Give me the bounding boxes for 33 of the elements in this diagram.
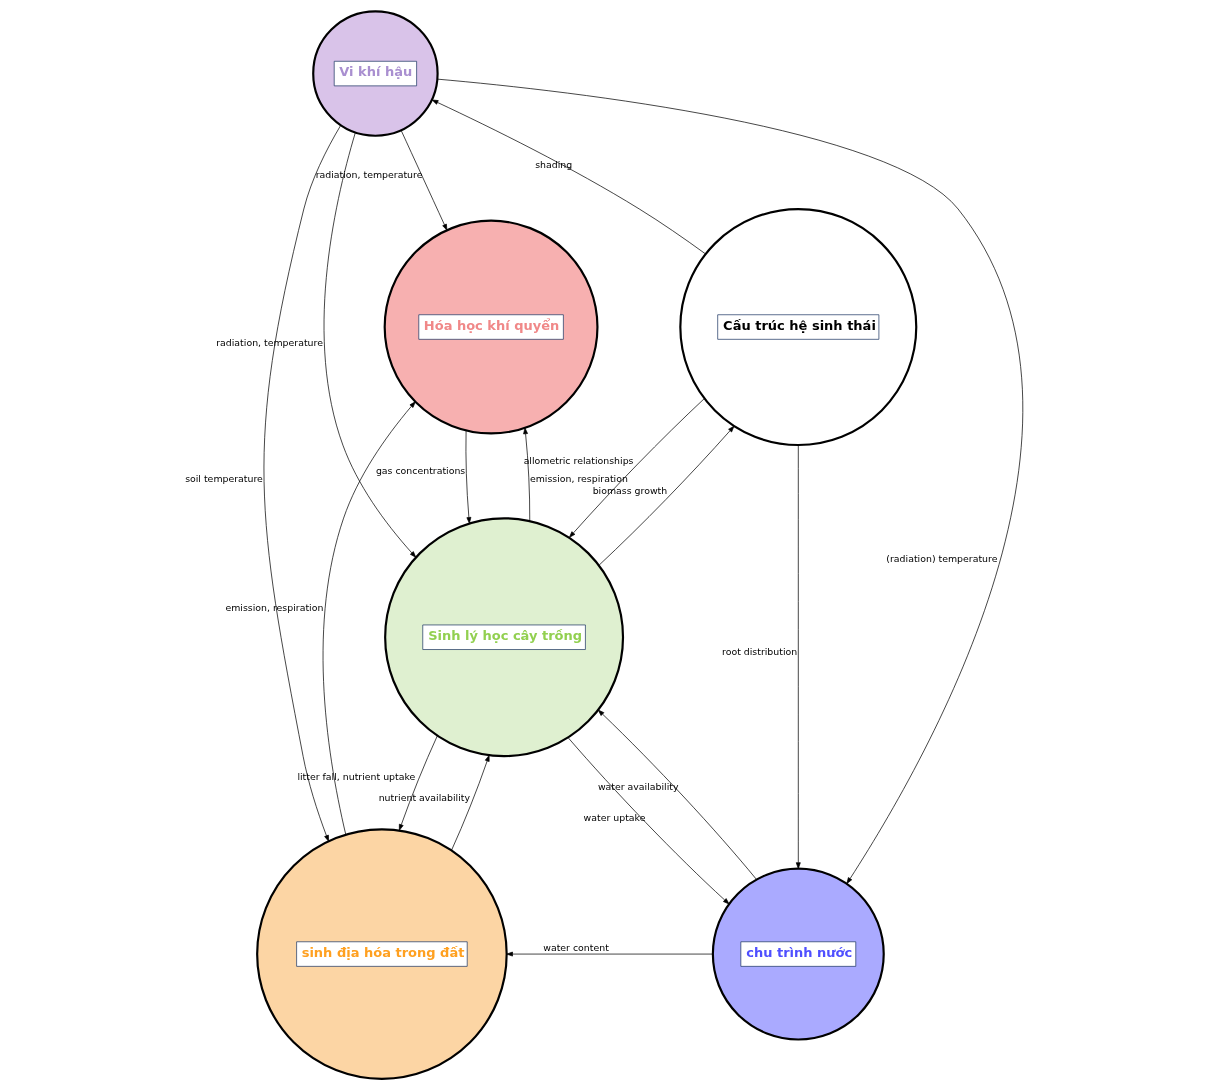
arrow bbox=[323, 132, 416, 558]
edge-label: litter fall, nutrient uptake bbox=[296, 771, 415, 783]
edge-label: root distribution bbox=[721, 646, 797, 658]
arrow bbox=[322, 401, 416, 835]
arrow bbox=[522, 427, 530, 522]
arrow bbox=[431, 99, 706, 255]
arrow bbox=[450, 755, 489, 851]
edge-label: radiation, temperature bbox=[215, 336, 323, 348]
edge-label: water uptake bbox=[583, 811, 645, 823]
arrow bbox=[795, 444, 801, 869]
arrow bbox=[263, 125, 341, 842]
arrow bbox=[505, 951, 713, 957]
arrow bbox=[598, 425, 734, 566]
node-circle: chu trình nước bbox=[711, 867, 885, 1041]
edge-label: water availability bbox=[597, 781, 679, 792]
node-circle: sinh địa hóa trong đất bbox=[255, 828, 508, 1080]
edge-label: nutrient availability bbox=[378, 791, 470, 803]
edge-label: gas concentrations bbox=[375, 465, 465, 477]
arrow bbox=[567, 737, 729, 905]
edge-label: allometric relationships bbox=[523, 454, 633, 466]
edge-label: radiation, temperature bbox=[315, 168, 422, 180]
edge-label: soil temperature bbox=[184, 473, 263, 485]
arrow bbox=[400, 130, 447, 231]
arrow bbox=[465, 430, 471, 524]
edge-label: (radiation) temperature bbox=[885, 552, 997, 564]
arrow bbox=[597, 709, 757, 880]
arrow bbox=[398, 735, 438, 831]
arrow bbox=[436, 78, 1022, 884]
edge-label: emission, respiration bbox=[224, 601, 323, 613]
edge-label: water content bbox=[542, 942, 609, 954]
node-circle: Cấu trúc hệ sinh thái bbox=[678, 208, 917, 447]
edge-label: emission, respiration bbox=[529, 472, 628, 484]
arrow bbox=[568, 398, 705, 538]
